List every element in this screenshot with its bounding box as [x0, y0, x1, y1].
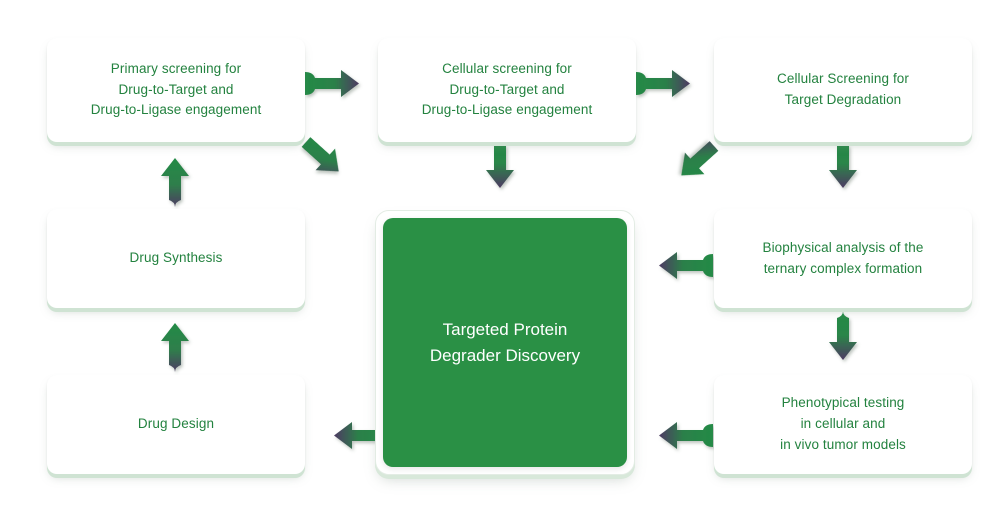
- arrow-degradation-diagonal-down-left: [681, 141, 719, 176]
- hub-targeted-protein-degrader-discovery[interactable]: Targeted Protein Degrader Discovery: [383, 218, 627, 467]
- node-biophysical-analysis[interactable]: Biophysical analysis of the ternary comp…: [714, 209, 972, 308]
- arrow-biophysical-to-hub: [659, 252, 713, 279]
- arrow-cellular-engagement-down: [486, 139, 514, 188]
- arrow-primary-to-hub-diagonal: [301, 137, 339, 172]
- node-drug-synthesis[interactable]: Drug Synthesis: [47, 209, 305, 308]
- arrow-cellular-engagement-to-degradation: [636, 70, 690, 97]
- node-cellular-screening-degradation-label: Cellular Screening for Target Degradatio…: [776, 71, 909, 107]
- node-cellular-screening-degradation[interactable]: Cellular Screening for Target Degradatio…: [714, 38, 972, 142]
- arrow-drug-synthesis-to-primary: [161, 158, 189, 207]
- arrow-biophysical-to-phenotypical: [829, 311, 857, 360]
- node-primary-screening[interactable]: Primary screening for Drug-to-Target and…: [47, 38, 305, 142]
- arrow-drug-design-to-drug-synthesis: [161, 323, 189, 372]
- node-drug-synthesis-label: Drug Synthesis: [129, 250, 223, 266]
- node-drug-design-label: Drug Design: [137, 416, 215, 432]
- node-cellular-screening-engagement[interactable]: Cellular screening for Drug-to-Target an…: [378, 38, 636, 142]
- node-primary-screening-label: Primary screening for Drug-to-Target and…: [90, 60, 262, 118]
- node-phenotypical-testing-label: Phenotypical testing in cellular and in …: [780, 395, 906, 452]
- arrow-degradation-to-biophysical: [829, 139, 857, 188]
- node-cellular-screening-engagement-label: Cellular screening for Drug-to-Target an…: [421, 60, 593, 118]
- node-phenotypical-testing[interactable]: Phenotypical testing in cellular and in …: [714, 375, 972, 474]
- hub-label: Targeted Protein Degrader Discovery: [429, 320, 581, 365]
- arrow-primary-to-cellular-engagement: [305, 70, 359, 97]
- arrow-phenotypical-to-hub: [659, 422, 713, 449]
- node-drug-design[interactable]: Drug Design: [47, 375, 305, 474]
- node-biophysical-analysis-label: Biophysical analysis of the ternary comp…: [762, 239, 924, 276]
